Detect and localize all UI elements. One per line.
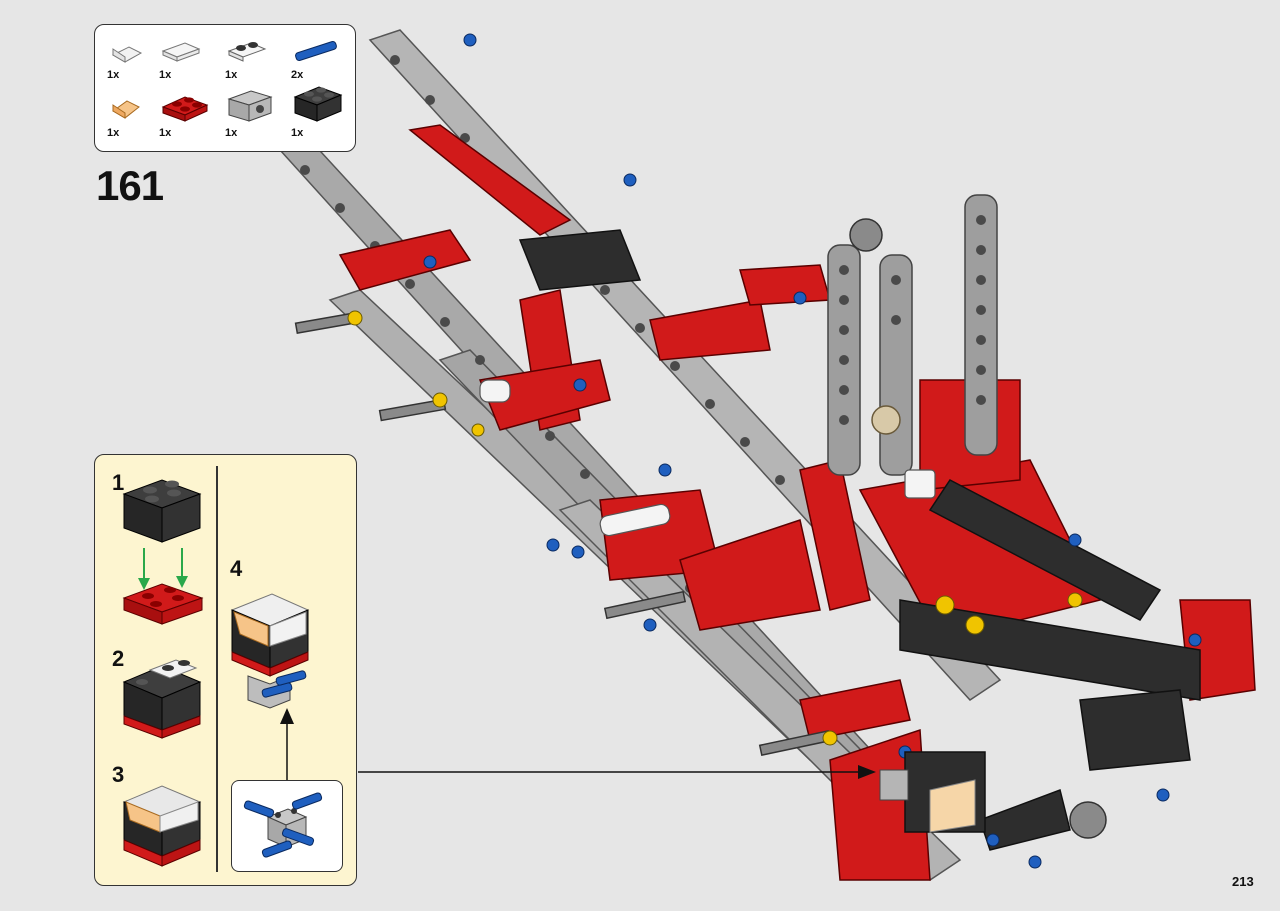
clear-plate-icon [161, 42, 201, 62]
part-clear-plate: 1x [159, 35, 219, 95]
grey-technic-brick-icon [227, 90, 273, 122]
orange-slope-icon [112, 100, 140, 119]
sub-assembly-divider [216, 466, 218, 872]
part-clear-slope: 1x [107, 35, 167, 95]
clear-plate-studs-icon [227, 42, 267, 62]
part-black-brick: 1x [291, 83, 351, 143]
substep-3-illustration [122, 785, 202, 867]
part-orange-slope: 1x [107, 91, 167, 151]
clear-slope-icon [111, 46, 143, 63]
part-blue-pin: 2x [291, 35, 351, 95]
substep-4-number: 4 [230, 556, 243, 581]
black-brick-icon [293, 86, 343, 122]
substep-4-illustration [230, 593, 310, 780]
substep-2-illustration [122, 659, 202, 739]
step-number: 161 [96, 162, 164, 209]
part-red-plate: 1x [159, 91, 219, 151]
callout-technic-brick-with-pins [231, 780, 343, 872]
substep-2-number: 2 [112, 646, 125, 671]
part-clear-plate-studs: 1x [225, 35, 285, 95]
blue-pin-icon [295, 40, 337, 62]
page-number: 213 [1232, 874, 1254, 889]
red-plate-icon [161, 96, 209, 122]
parts-list: 1x 1x 1x 2x 1x [94, 24, 356, 152]
technic-brick-with-pins-icon [243, 792, 323, 858]
part-grey-technic-brick: 1x [225, 87, 285, 147]
substep-1-number: 1 [112, 470, 125, 495]
substep-1-illustration [122, 479, 204, 625]
substep-3-number: 3 [112, 762, 125, 787]
